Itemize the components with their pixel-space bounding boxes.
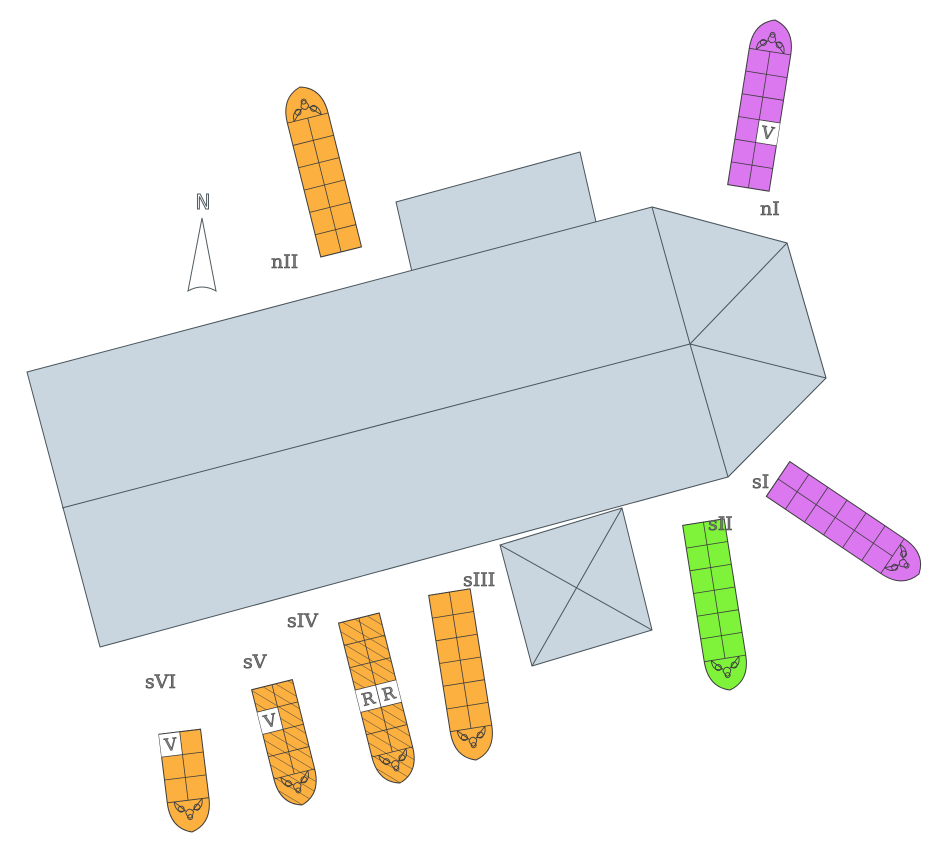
window-sVI-blank-cell bbox=[158, 731, 183, 758]
window-sIV-tracery-icon bbox=[378, 748, 407, 772]
window-sVI-cell-label: V bbox=[162, 735, 178, 757]
window-nII-tracery-icon bbox=[293, 98, 322, 122]
window-sV-cell-label: V bbox=[261, 710, 279, 733]
church-floor-plan bbox=[26, 151, 827, 667]
window-label-sIII: sIII bbox=[463, 569, 495, 591]
window-sVI-tracery-icon bbox=[173, 798, 203, 821]
north-label: N bbox=[196, 190, 211, 214]
window-label-sIV: sIV bbox=[287, 610, 318, 632]
window-label-sVI: sVI bbox=[145, 671, 176, 693]
window-label-sV: sV bbox=[243, 651, 267, 673]
north-compass: N bbox=[187, 190, 217, 292]
window-sI bbox=[765, 460, 922, 582]
window-sI-tracery-icon bbox=[884, 544, 910, 571]
window-label-sII: sII bbox=[708, 513, 733, 535]
north-arrow-icon bbox=[187, 217, 217, 292]
window-nI-tracery-icon bbox=[755, 31, 785, 55]
window-sIII-tracery-icon bbox=[456, 725, 486, 749]
window-label-nII: nII bbox=[271, 251, 298, 273]
window-label-sI: sI bbox=[752, 471, 769, 493]
window-sV-blank-cell bbox=[257, 707, 284, 735]
window-sIV-blank-cell bbox=[355, 685, 382, 713]
window-nI-blank-cell bbox=[755, 119, 780, 146]
window-label-nI: nI bbox=[760, 198, 780, 220]
window-nII bbox=[285, 86, 363, 258]
window-nI: V bbox=[727, 19, 792, 192]
window-sIII bbox=[428, 588, 493, 761]
window-sVI: V bbox=[158, 728, 210, 833]
apse bbox=[651, 206, 827, 478]
nave-ridge bbox=[61, 343, 691, 509]
window-sII bbox=[682, 518, 747, 691]
window-sIV-blank-cell bbox=[375, 679, 402, 708]
window-sII-tracery-icon bbox=[710, 655, 740, 679]
window-sV: V bbox=[251, 678, 317, 806]
window-nI-cell-label: V bbox=[759, 123, 776, 145]
window-sV-tracery-icon bbox=[280, 770, 309, 794]
window-labels: nI nII sI sII sIII sIV sV sVI bbox=[145, 198, 780, 694]
